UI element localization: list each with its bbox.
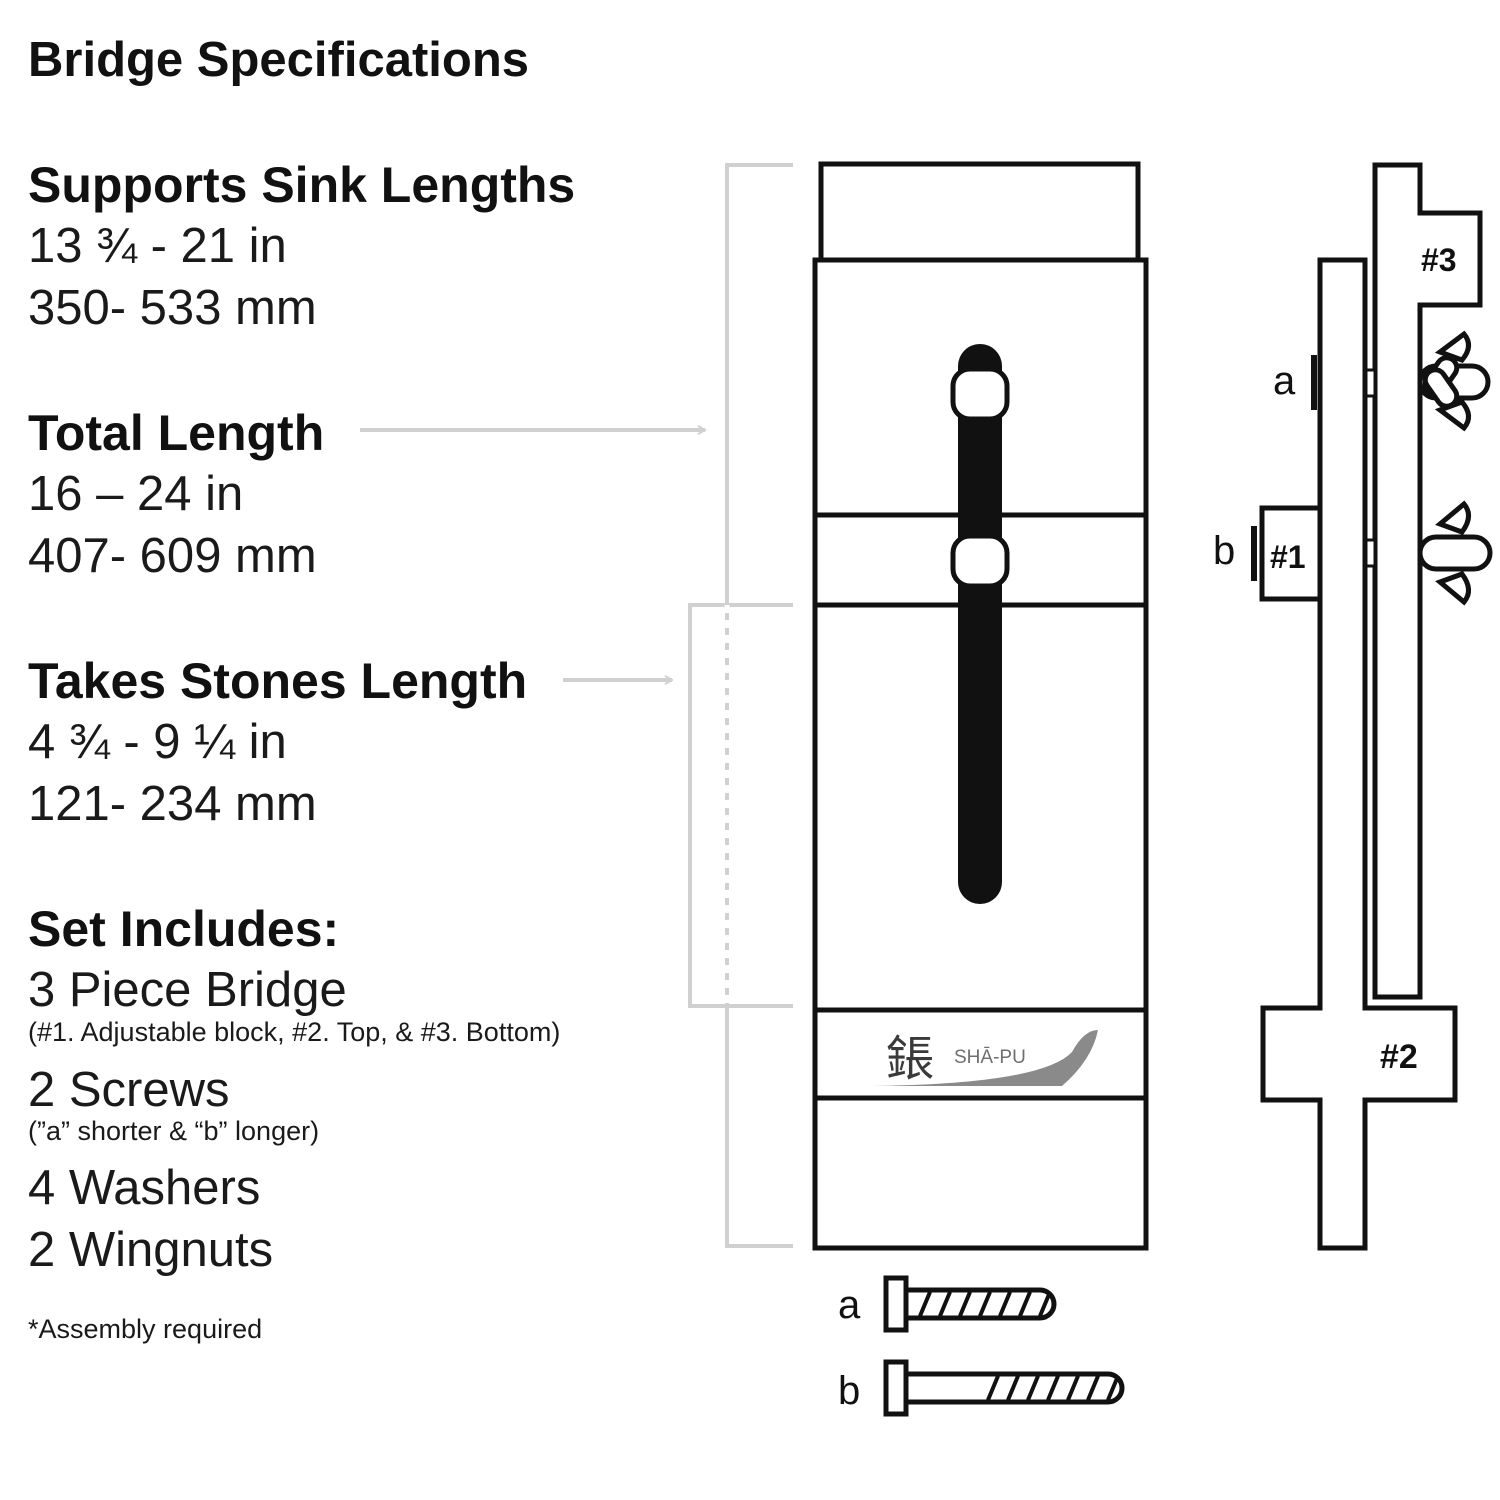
stones-length-bracket bbox=[688, 603, 793, 1008]
total-mm: 407- 609 mm bbox=[28, 529, 317, 583]
wingnut-b bbox=[1417, 500, 1493, 606]
screw-a-head-side bbox=[1311, 355, 1317, 410]
total-inches: 16 – 24 in bbox=[28, 467, 244, 521]
logo-text: SHĀ-PU bbox=[954, 1047, 1026, 1068]
stones-mm: 121- 234 mm bbox=[28, 777, 317, 831]
bottom-piece-front bbox=[818, 161, 1141, 263]
set-item-washers: 4 Washers bbox=[28, 1161, 261, 1215]
bolt-head-lower bbox=[950, 533, 1010, 589]
logo-kanji: 鋹 bbox=[886, 1031, 934, 1087]
screw-a-label: a bbox=[838, 1283, 861, 1327]
side-label-b: b bbox=[1213, 529, 1235, 573]
bottom-piece-side bbox=[1372, 162, 1483, 1000]
stones-inches: 4 ¾ - 9 ¼ in bbox=[28, 715, 287, 769]
sink-inches: 13 ¾ - 21 in bbox=[28, 219, 287, 273]
bolt-head-upper bbox=[950, 366, 1010, 422]
washer-b bbox=[1364, 538, 1377, 568]
assembly-footnote: *Assembly required bbox=[28, 1314, 263, 1344]
screw-b-head-side bbox=[1251, 526, 1257, 581]
set-item-wingnuts: 2 Wingnuts bbox=[28, 1223, 274, 1277]
side-label-a: a bbox=[1273, 359, 1296, 403]
sink-length-bracket bbox=[725, 163, 793, 1248]
part-label-2: #2 bbox=[1380, 1038, 1418, 1076]
screw-b bbox=[883, 1359, 1125, 1417]
set-item-bridge-note: (#1. Adjustable block, #2. Top, & #3. Bo… bbox=[28, 1017, 561, 1047]
set-item-screws-note: (”a” shorter & “b” longer) bbox=[28, 1116, 320, 1146]
stones-heading: Takes Stones Length bbox=[28, 653, 528, 709]
adjustment-slot bbox=[958, 344, 1002, 904]
part-label-3: #3 bbox=[1421, 242, 1457, 278]
set-heading: Set Includes: bbox=[28, 901, 340, 957]
screw-b-label: b bbox=[838, 1369, 860, 1413]
set-item-screws: 2 Screws bbox=[28, 1063, 230, 1117]
screw-a bbox=[883, 1275, 1057, 1333]
page-title: Bridge Specifications bbox=[28, 33, 530, 87]
logo-blade-swoosh bbox=[872, 1030, 1098, 1086]
wingnut-a bbox=[1417, 330, 1491, 432]
part-label-1: #1 bbox=[1270, 539, 1306, 575]
total-heading: Total Length bbox=[28, 405, 325, 461]
set-item-bridge: 3 Piece Bridge bbox=[28, 963, 347, 1017]
washer-a bbox=[1364, 368, 1377, 398]
sink-heading: Supports Sink Lengths bbox=[28, 157, 576, 213]
adjustable-block-side bbox=[1259, 505, 1323, 602]
top-piece-side bbox=[1260, 257, 1458, 1251]
sink-mm: 350- 533 mm bbox=[28, 281, 317, 335]
